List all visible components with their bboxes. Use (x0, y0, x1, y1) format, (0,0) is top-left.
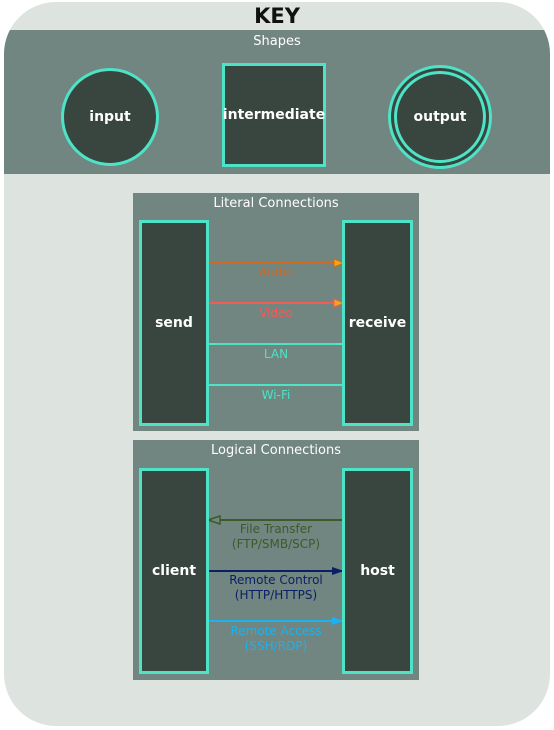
wifi-label: Wi-Fi (261, 388, 291, 402)
client-node: client (139, 468, 209, 674)
connection-lines (4, 2, 550, 625)
remote-access-protocols: (SSH/RDP) (244, 639, 308, 653)
audio-label: Audio (258, 265, 294, 279)
remote-access-name: Remote Access (230, 624, 322, 638)
input-label: input (89, 109, 131, 125)
receive-node: receive (342, 220, 413, 426)
video-label: Video (259, 306, 293, 320)
lan-label: LAN (263, 347, 289, 361)
key-title: KEY (254, 4, 300, 28)
send-node: send (139, 220, 209, 426)
key-panel: KEY Shapes input intermediate output Lit… (4, 2, 550, 726)
send-label: send (155, 315, 193, 331)
literal-connections-title: Literal Connections (213, 196, 339, 211)
file-transfer-protocols: (FTP/SMB/SCP) (231, 537, 321, 551)
client-label: client (151, 563, 197, 579)
remote-control-label: Remote Control (HTTP/HTTPS) (209, 573, 343, 603)
intermediate-label: intermediate (222, 107, 326, 123)
shapes-band: Shapes input intermediate output (4, 30, 550, 174)
input-shape: input (61, 68, 159, 166)
host-node: host (342, 468, 413, 674)
intermediate-shape: intermediate (222, 63, 326, 167)
host-label: host (360, 563, 395, 579)
file-transfer-name: File Transfer (239, 522, 313, 536)
logical-connections-title: Logical Connections (210, 443, 342, 458)
remote-access-label: Remote Access (SSH/RDP) (209, 624, 343, 654)
remote-control-protocols: (HTTP/HTTPS) (234, 588, 318, 602)
shapes-band-title: Shapes (253, 34, 301, 49)
receive-label: receive (348, 315, 407, 331)
remote-control-name: Remote Control (229, 573, 323, 587)
output-shape: output (394, 71, 486, 163)
output-label: output (413, 109, 467, 125)
file-transfer-label: File Transfer (FTP/SMB/SCP) (209, 522, 343, 552)
